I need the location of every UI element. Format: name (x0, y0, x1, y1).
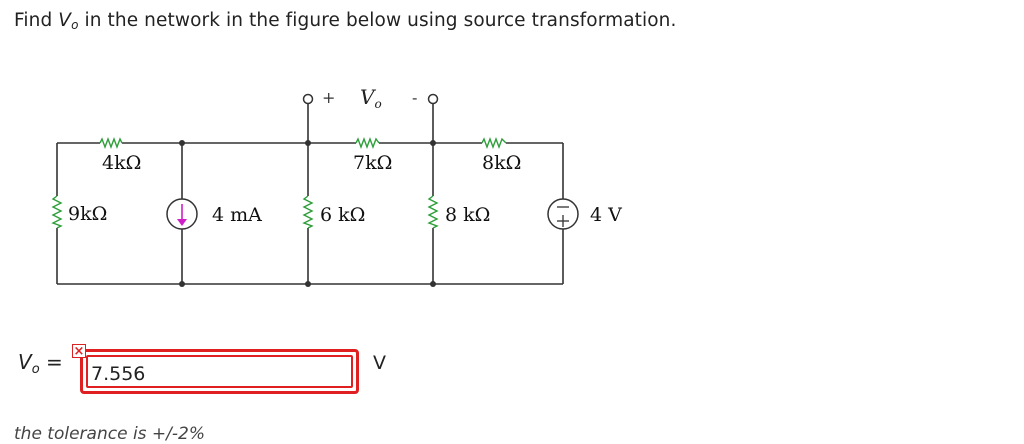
current-arrow-head-icon (177, 219, 187, 226)
terminal-minus-icon (427, 93, 439, 105)
node-dot (179, 281, 185, 287)
label-current-source: 4 mA (212, 204, 262, 226)
circuit-diagram: 4kΩ 9kΩ 4 mA 6 kΩ 7kΩ 8kΩ 8 kΩ 4 V + Vo … (51, 85, 622, 287)
resistor-9k (51, 195, 63, 229)
label-7k: 7kΩ (353, 152, 392, 174)
node-dot (305, 281, 311, 287)
question-text: Find Vo in the network in the figure bel… (14, 10, 677, 32)
tolerance-text: the tolerance is +/-2% (14, 424, 206, 444)
label-9k: 9kΩ (68, 203, 107, 225)
vo-plus-sign: + (322, 88, 335, 107)
label-4k: 4kΩ (102, 152, 141, 174)
voltage-source-icon (547, 198, 579, 230)
resistor-8k-top (481, 137, 507, 149)
answer-label: Vo = (18, 350, 63, 377)
terminal-plus-icon (302, 93, 314, 105)
label-8k: 8 kΩ (445, 204, 490, 226)
resistor-4k (99, 137, 123, 149)
label-voltage-source: 4 V (590, 204, 622, 226)
label-8k-top: 8kΩ (482, 152, 521, 174)
node-dot (430, 140, 436, 146)
answer-unit: V (373, 352, 386, 374)
resistor-8k (427, 195, 439, 229)
vo-label: Vo (360, 85, 382, 111)
wrong-x-icon: × (72, 344, 86, 359)
vo-minus-sign: - (412, 88, 417, 107)
node-dot (179, 140, 185, 146)
resistor-7k (355, 137, 380, 149)
node-dot (305, 140, 311, 146)
resistor-6k (302, 195, 314, 229)
answer-field[interactable] (80, 349, 359, 394)
answer-input[interactable] (91, 360, 341, 388)
node-dot (430, 281, 436, 287)
label-6k: 6 kΩ (320, 204, 365, 226)
